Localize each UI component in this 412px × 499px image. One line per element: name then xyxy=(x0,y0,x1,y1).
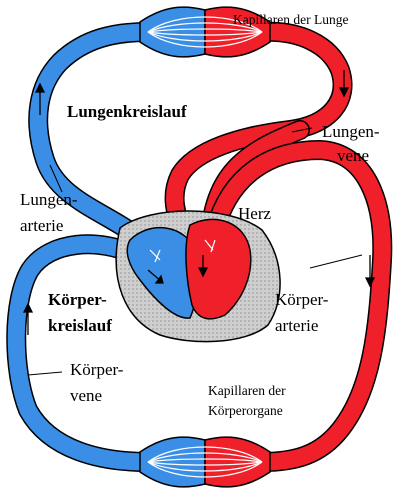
label-lungenarterie-line1: Lungen- xyxy=(20,190,78,210)
label-lungenvene-line2: vene xyxy=(337,146,369,166)
label-kapillaren-lunge: Kapillaren der Lunge xyxy=(233,12,348,28)
label-herz: Herz xyxy=(238,204,271,224)
label-koerpervene-line2: vene xyxy=(70,386,102,406)
label-koerperarterie-line1: Körper- xyxy=(275,290,328,310)
label-koerperkreislauf-line2: kreislauf xyxy=(48,316,112,336)
label-koerperarterie-line2: arterie xyxy=(275,316,318,336)
label-lungenarterie-line2: arterie xyxy=(20,216,63,236)
body-capillaries xyxy=(140,437,270,487)
label-lungenkreislauf: Lungenkreislauf xyxy=(67,102,187,122)
label-koerpervene-line1: Körper- xyxy=(70,360,123,380)
label-koerperkreislauf-line1: Körper- xyxy=(48,290,107,310)
heart xyxy=(116,211,280,342)
label-kapillaren-koerper-line1: Kapillaren der xyxy=(208,383,286,399)
label-kapillaren-koerper-line2: Körperorgane xyxy=(208,403,283,419)
label-lungenvene-line1: Lungen- xyxy=(322,122,380,142)
